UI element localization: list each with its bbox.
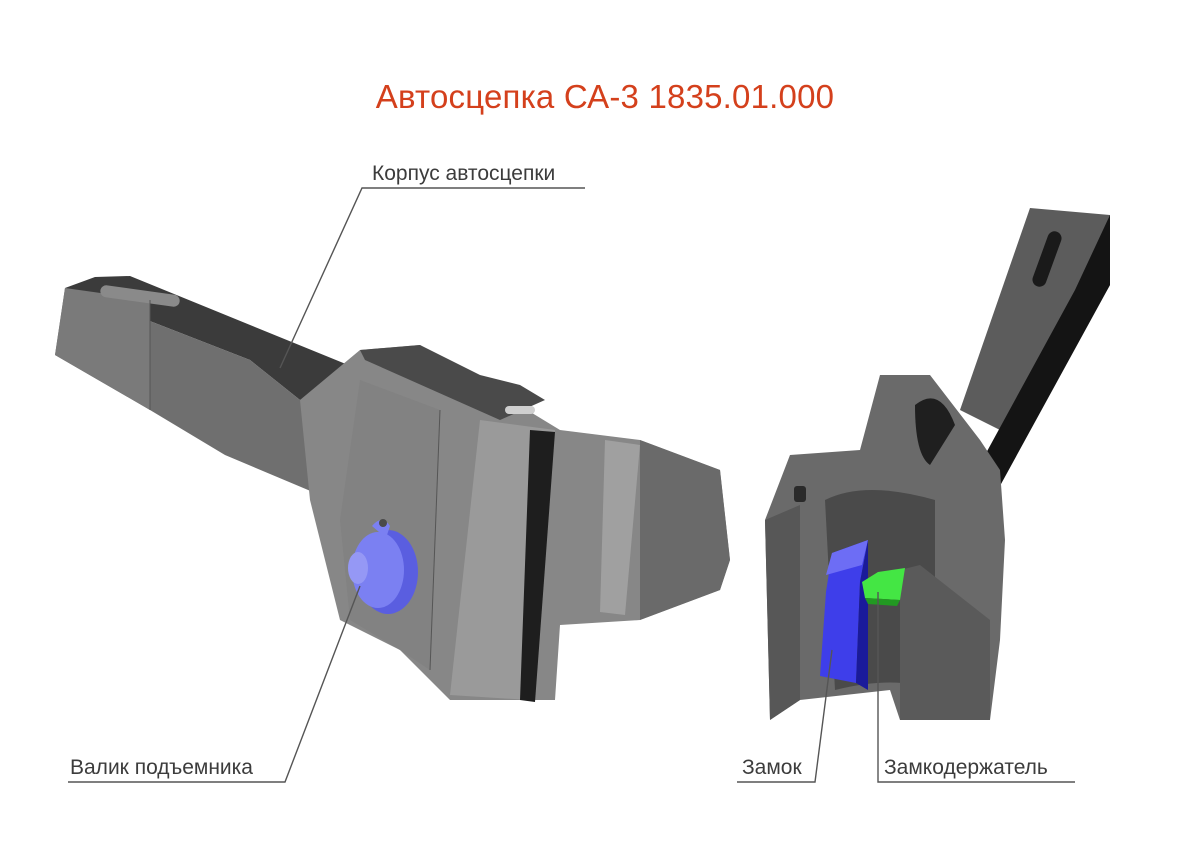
- lock-holder-part: [862, 568, 905, 606]
- lock-part: [820, 540, 868, 690]
- lift-roller-part: [348, 519, 418, 614]
- coupler-body-left: [55, 276, 730, 702]
- diagram-title: Автосцепка СА-3 1835.01.000: [375, 78, 835, 115]
- leader-lock-holder: [877, 592, 1075, 783]
- callout-lift-roller: Валик подъемника: [70, 756, 253, 779]
- leader-coupler-body: [279, 187, 585, 369]
- callout-lock-holder: Замкодержатель: [884, 756, 1048, 779]
- leader-lines: [68, 187, 1075, 783]
- callout-coupler-body: Корпус автосцепки: [372, 162, 556, 185]
- coupler-body-right: [765, 208, 1110, 720]
- leader-lift-roller: [68, 585, 361, 783]
- leader-lock: [737, 649, 833, 783]
- callout-lock: Замок: [742, 756, 802, 779]
